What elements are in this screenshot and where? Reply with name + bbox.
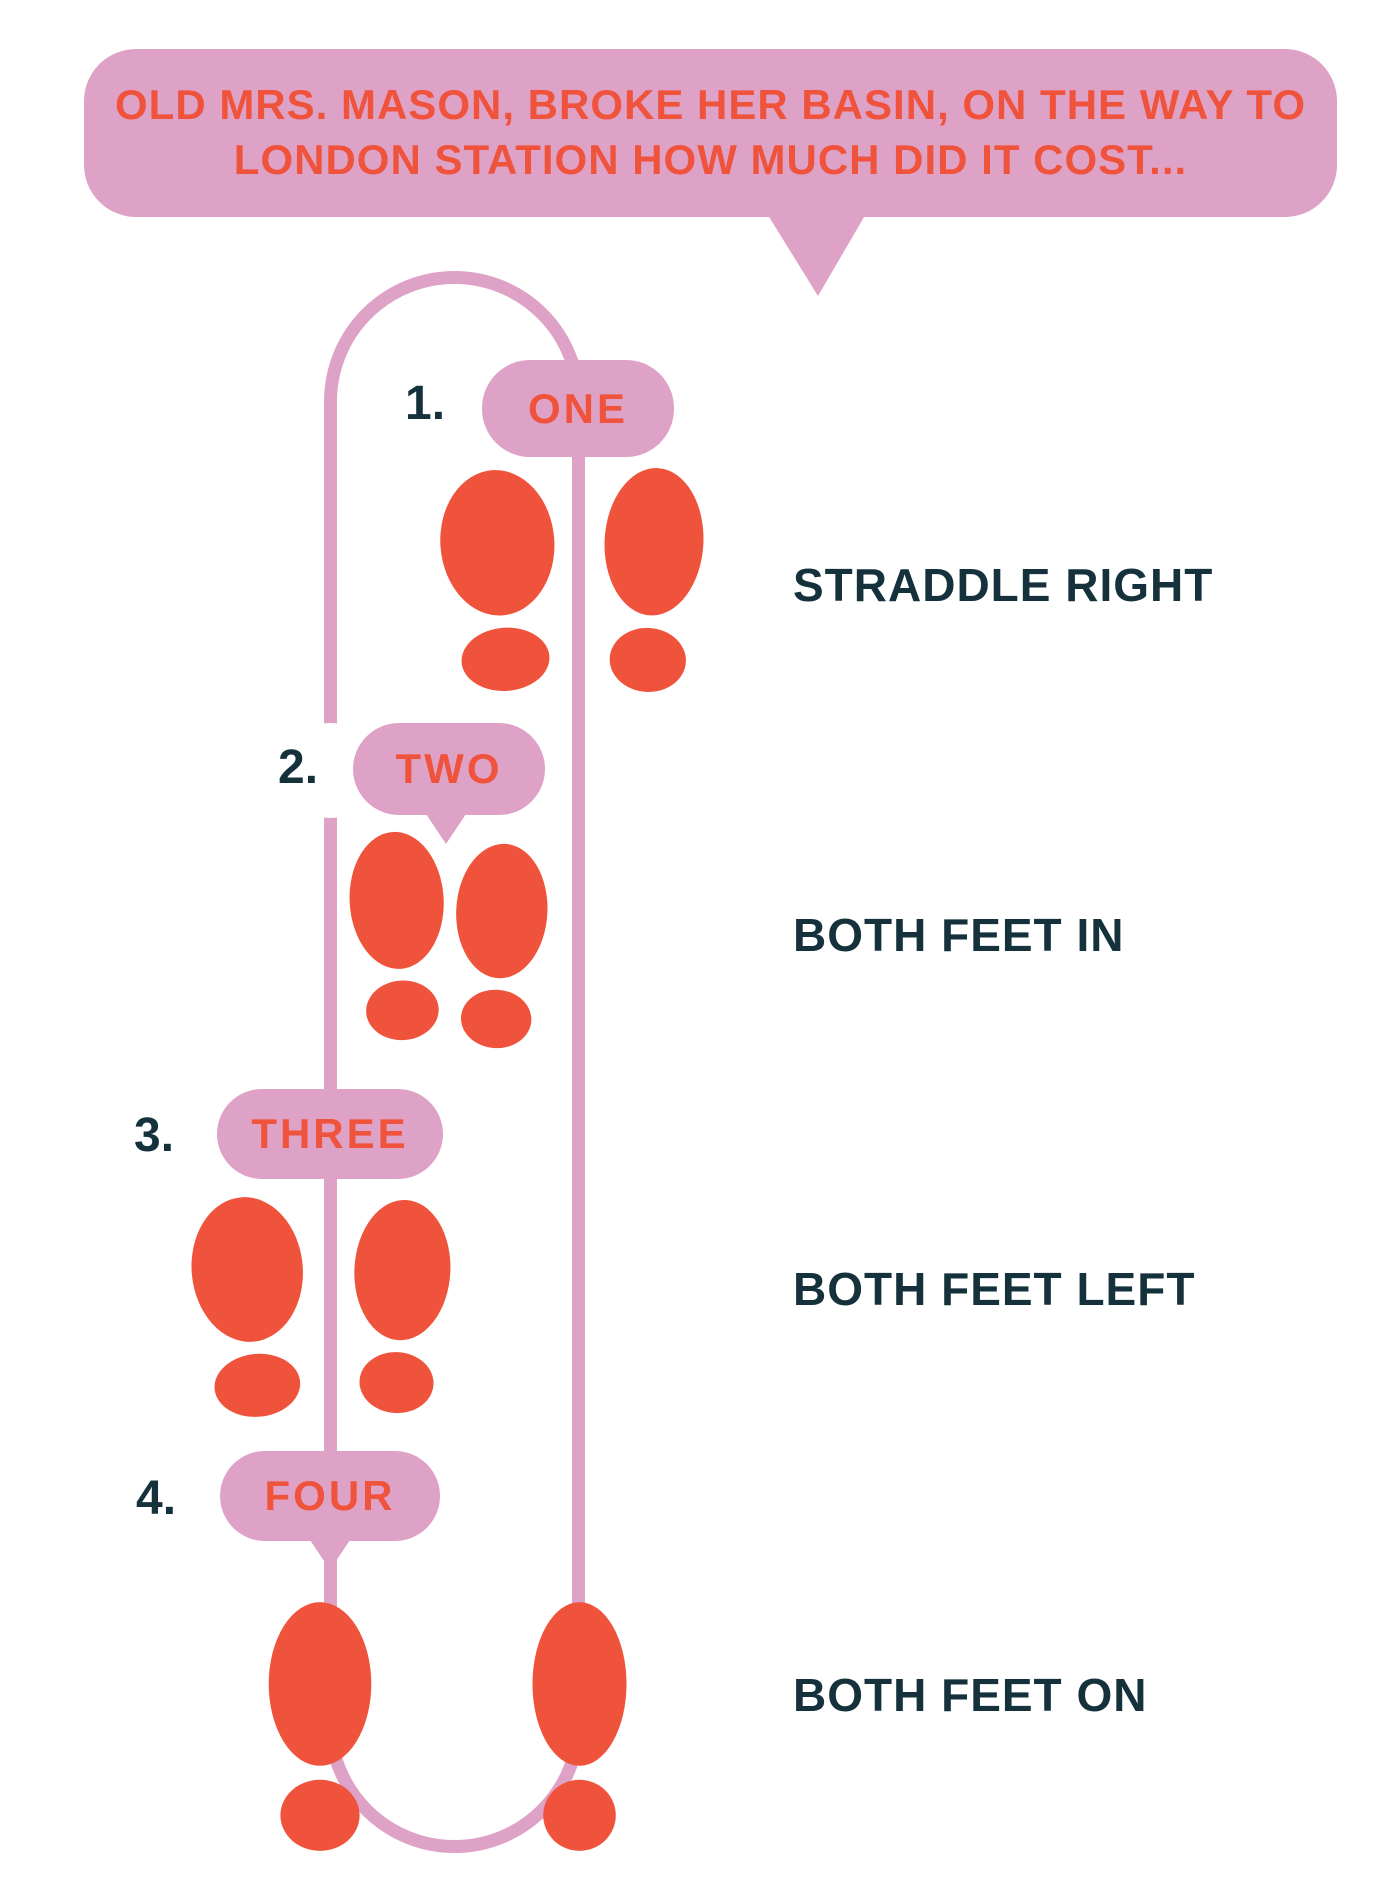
step-1-pill-label: ONE — [527, 384, 628, 432]
step-4-number: 4. — [136, 1472, 177, 1525]
step-4-pill-label: FOUR — [264, 1472, 396, 1519]
step-2-right-footprint-icon — [447, 840, 554, 1053]
step-1-instruction: STRADDLE RIGHT — [793, 559, 1214, 611]
step-4-pill-tail-icon — [306, 1534, 354, 1570]
step-3-number: 3. — [134, 1109, 175, 1162]
step-3-left-footprint-icon — [182, 1190, 318, 1423]
step-1-right-footprint-icon — [594, 463, 710, 696]
step-3-pill-label: THREE — [251, 1110, 409, 1157]
step-3-right-footprint-icon — [344, 1196, 456, 1418]
step-1-pill: ONE — [482, 360, 674, 457]
step-4-pill: FOUR — [220, 1451, 440, 1541]
step-4-right-footprint-icon — [530, 1600, 629, 1853]
speech-bubble-tail-icon — [766, 212, 867, 296]
rhyme-speech-bubble: OLD MRS. MASON, BROKE HER BASIN, ON THE … — [84, 49, 1337, 217]
step-2-pill-label: TWO — [395, 745, 503, 792]
step-2-pill-tail-icon — [422, 808, 470, 844]
step-2-pill: TWO — [353, 723, 545, 815]
step-1-left-footprint-icon — [432, 464, 567, 697]
step-2-left-footprint-icon — [344, 828, 454, 1045]
step-4-instruction: BOTH FEET ON — [793, 1669, 1148, 1721]
rhyme-line-2: LONDON STATION HOW MUCH DID IT COST... — [233, 136, 1188, 183]
step-1-number: 1. — [405, 377, 446, 430]
step-2-instruction: BOTH FEET IN — [793, 909, 1125, 961]
rhyme-line-1: OLD MRS. MASON, BROKE HER BASIN, ON THE … — [115, 81, 1306, 129]
step-3-instruction: BOTH FEET LEFT — [793, 1263, 1196, 1315]
step-4-left-footprint-icon — [266, 1600, 374, 1853]
step-2-number: 2. — [278, 741, 319, 794]
step-3-pill: THREE — [217, 1089, 443, 1179]
